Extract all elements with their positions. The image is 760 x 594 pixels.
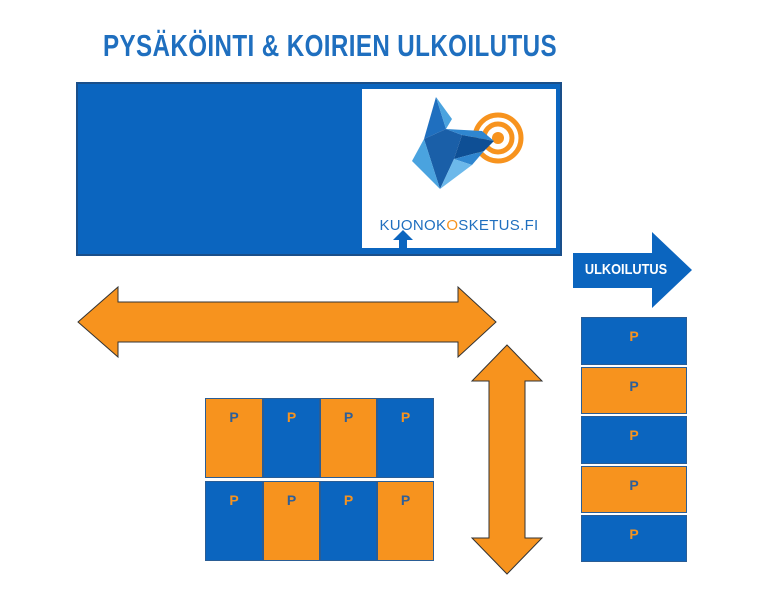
parking-space: P <box>320 481 377 561</box>
vertical-double-arrow-icon <box>470 344 544 575</box>
parking-space: P <box>581 317 687 365</box>
parking-space: P <box>205 398 263 478</box>
parking-space: P <box>581 367 687 414</box>
page-title: PYSÄKÖINTI & KOIRIEN ULKOILUTUS <box>102 28 558 63</box>
parking-space: P <box>263 481 320 561</box>
logo-panel: KUONOKOSKETUS.FI <box>362 89 556 248</box>
parking-space: P <box>581 416 687 464</box>
parking-space: P <box>581 466 687 513</box>
horizontal-double-arrow-icon <box>77 285 497 359</box>
parking-space: P <box>581 515 687 562</box>
parking-space: P <box>263 398 320 478</box>
logo-text: KUONOKOSKETUS.FI <box>379 217 539 234</box>
walk-area-label: ULKOILUTUS <box>584 261 668 278</box>
dog-logo-icon <box>412 97 524 189</box>
parking-space: P <box>377 398 434 478</box>
walk-direction-arrow-icon <box>573 232 692 308</box>
parking-space: P <box>320 398 377 478</box>
parking-space: P <box>377 481 434 561</box>
parking-space: P <box>205 481 263 561</box>
entrance-arrow-icon <box>393 230 413 252</box>
